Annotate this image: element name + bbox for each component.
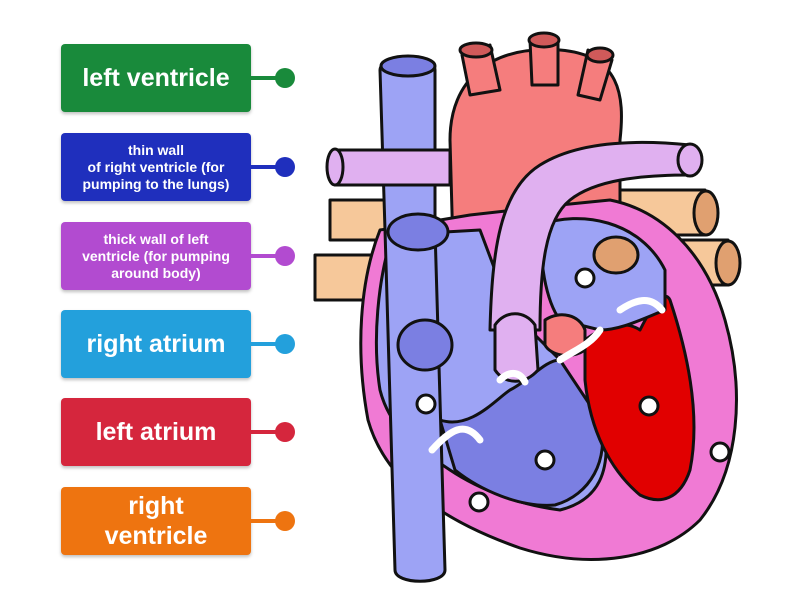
- label-text: thick wall of left ventricle (for pumpin…: [82, 230, 230, 281]
- label-text: right atrium: [86, 330, 226, 358]
- pin-dot[interactable]: [275, 68, 295, 88]
- label-left-atrium[interactable]: left atrium: [61, 398, 251, 466]
- pin-dot[interactable]: [275, 422, 295, 442]
- pin-dot[interactable]: [275, 157, 295, 177]
- label-text: thin wall of right ventricle (for pumpin…: [82, 141, 230, 192]
- connector-right-atrium: [251, 334, 295, 354]
- connector-line: [251, 430, 281, 434]
- label-thick-wall-left-ventricle[interactable]: thick wall of left ventricle (for pumpin…: [61, 222, 251, 290]
- label-right-ventricle[interactable]: right ventricle: [61, 487, 251, 555]
- label-left-ventricle[interactable]: left ventricle: [61, 44, 251, 112]
- connector-line: [251, 519, 281, 523]
- connector-thin-wall: [251, 157, 295, 177]
- superior-vena-cava-opening: [386, 212, 450, 252]
- connector-left-atrium: [251, 422, 295, 442]
- heart-diagram: [313, 31, 742, 583]
- label-text: right ventricle: [104, 492, 208, 550]
- pin-dot[interactable]: [275, 511, 295, 531]
- connector-line: [251, 342, 281, 346]
- vena-cava: [378, 57, 447, 583]
- connector-thick-wall: [251, 246, 295, 266]
- connector-right-ventricle: [251, 511, 295, 531]
- connector-line: [251, 76, 281, 80]
- pin-dot[interactable]: [275, 246, 295, 266]
- pin-dot[interactable]: [275, 334, 295, 354]
- label-text: left ventricle: [82, 64, 230, 92]
- left-ventricle: [583, 294, 696, 502]
- label-text: left atrium: [95, 418, 217, 446]
- label-right-atrium[interactable]: right atrium: [61, 310, 251, 378]
- label-thin-wall-right-ventricle[interactable]: thin wall of right ventricle (for pumpin…: [61, 133, 251, 201]
- connector-left-ventricle: [251, 68, 295, 88]
- connector-line: [251, 165, 281, 169]
- connector-line: [251, 254, 281, 258]
